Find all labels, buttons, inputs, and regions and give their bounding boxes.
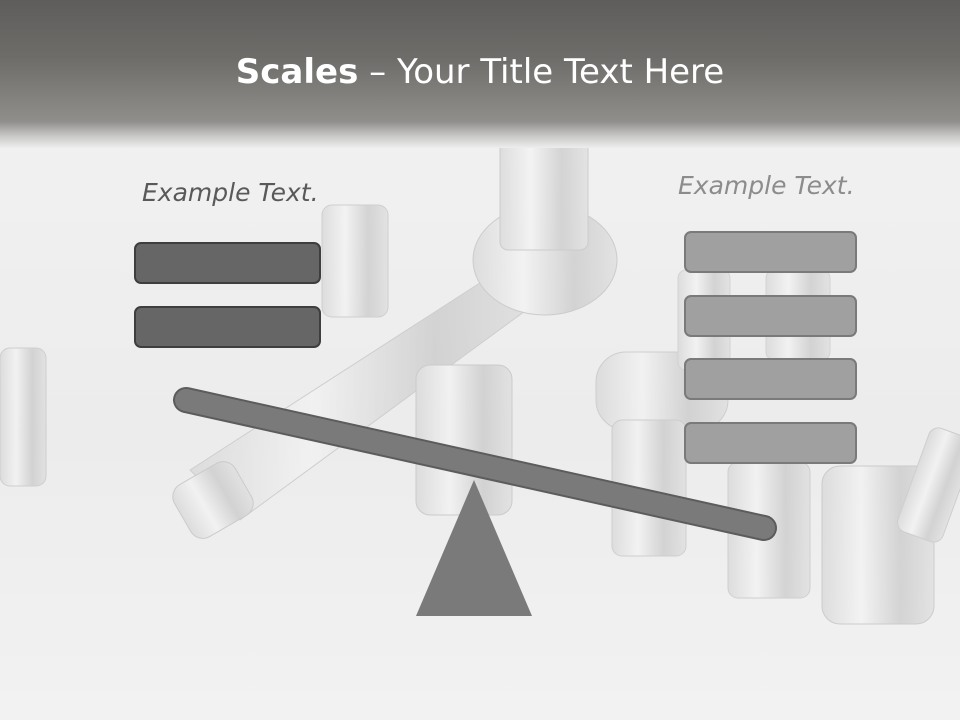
- title-bold-part: Scales: [235, 52, 359, 92]
- left-box[interactable]: [134, 306, 321, 348]
- scale-fulcrum[interactable]: [416, 480, 532, 616]
- scale-beam[interactable]: [173, 387, 777, 541]
- title-bar: [0, 0, 960, 148]
- right-box[interactable]: [684, 422, 857, 464]
- right-label[interactable]: Example Text.: [678, 171, 855, 200]
- title-rest-part: – Your Title Text Here: [358, 52, 725, 92]
- right-box[interactable]: [684, 295, 857, 337]
- right-box[interactable]: [684, 358, 857, 400]
- right-box[interactable]: [684, 231, 857, 273]
- slide-title[interactable]: Scales – Your Title Text Here: [0, 52, 960, 92]
- left-label[interactable]: Example Text.: [142, 178, 319, 207]
- left-box[interactable]: [134, 242, 321, 284]
